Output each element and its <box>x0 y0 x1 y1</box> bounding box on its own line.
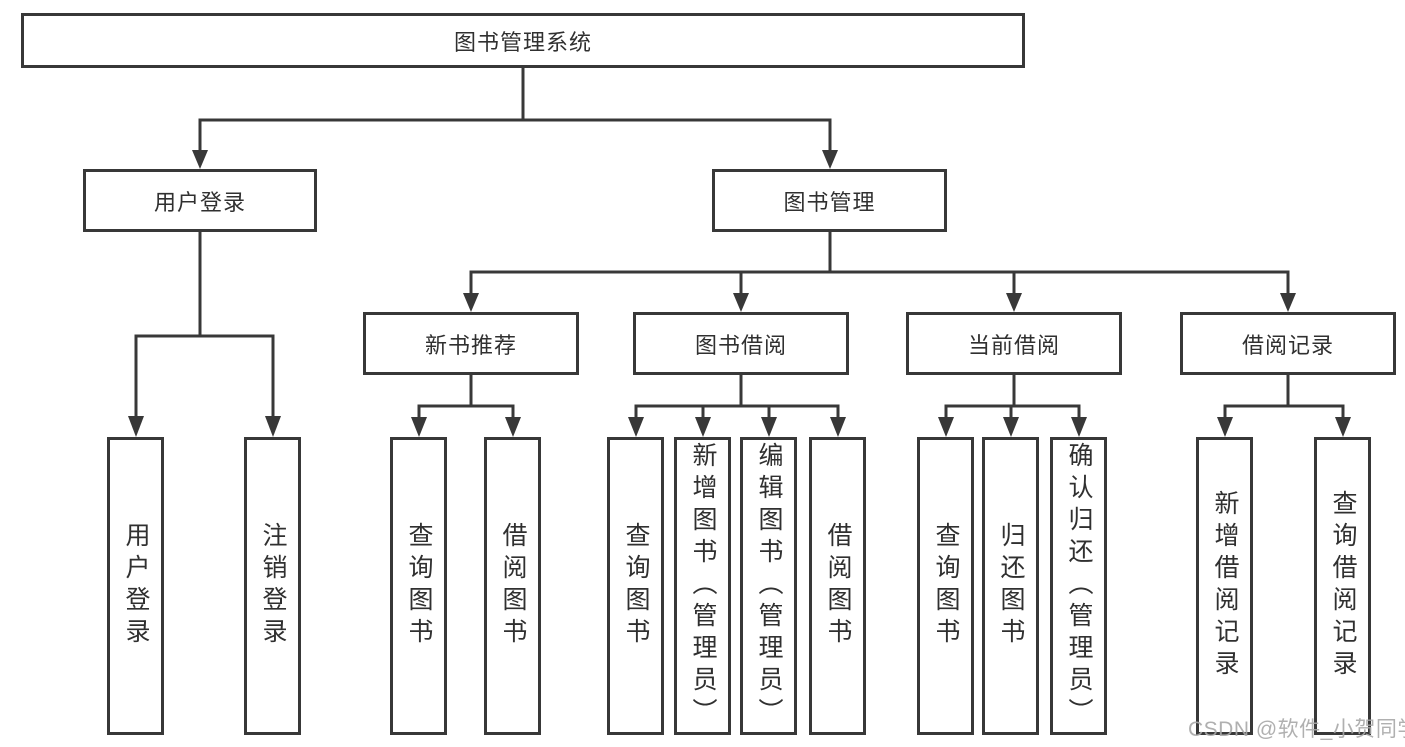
leaf-edit-books-admin: 编辑图书（管理员） <box>740 437 797 735</box>
leaf-label: 借阅图书 <box>499 522 527 650</box>
leaf-confirm-return-admin: 确认归还（管理员） <box>1050 437 1107 735</box>
leaf-label: 查询借阅记录 <box>1329 490 1357 682</box>
leaf-borrow-books: 借阅图书 <box>484 437 541 735</box>
connector-book-mgmt-split <box>463 232 1296 312</box>
leaf-user-login: 用户登录 <box>107 437 164 735</box>
node-label: 当前借阅 <box>967 332 1060 358</box>
leaf-query-borrow-record: 查询借阅记录 <box>1314 437 1371 735</box>
leaf-label: 编辑图书（管理员） <box>755 442 783 730</box>
leaf-add-books-admin: 新增图书（管理员） <box>674 437 731 735</box>
node-book-management: 图书管理 <box>712 169 947 232</box>
node-book-borrowing: 图书借阅 <box>633 312 849 375</box>
connector-borrow-record-split <box>1217 375 1351 437</box>
leaf-logout: 注销登录 <box>244 437 301 735</box>
leaf-label: 新增借阅记录 <box>1211 490 1239 682</box>
leaf-query-books: 查询图书 <box>607 437 664 735</box>
leaf-label: 归还图书 <box>997 522 1025 650</box>
csdn-watermark: CSDN @软件_小贺同学 <box>1188 718 1405 741</box>
node-library-system: 图书管理系统 <box>21 13 1025 68</box>
leaf-label: 确认归还（管理员） <box>1065 442 1093 730</box>
leaf-query-books: 查询图书 <box>917 437 974 735</box>
leaf-borrow-books: 借阅图书 <box>809 437 866 735</box>
node-borrowing-records: 借阅记录 <box>1180 312 1396 375</box>
node-label: 借阅记录 <box>1241 332 1334 358</box>
leaf-label: 查询图书 <box>622 522 650 650</box>
connector-user-login-split <box>128 232 281 437</box>
node-label: 图书借阅 <box>694 332 787 358</box>
node-label: 新书推荐 <box>424 332 517 358</box>
node-new-book-recommendation: 新书推荐 <box>363 312 579 375</box>
leaf-add-borrow-record: 新增借阅记录 <box>1196 437 1253 735</box>
leaf-label: 注销登录 <box>259 522 287 650</box>
node-label: 用户登录 <box>153 189 246 215</box>
leaf-label: 用户登录 <box>122 522 150 650</box>
connector-root-split <box>192 68 838 169</box>
connector-book-borrow-split <box>628 375 846 437</box>
leaf-query-books: 查询图书 <box>390 437 447 735</box>
node-user-login: 用户登录 <box>83 169 317 232</box>
node-current-borrowing: 当前借阅 <box>906 312 1122 375</box>
node-label: 图书管理系统 <box>453 29 592 55</box>
leaf-label: 查询图书 <box>932 522 960 650</box>
leaf-label: 新增图书（管理员） <box>689 442 717 730</box>
leaf-return-books: 归还图书 <box>982 437 1039 735</box>
connector-current-borrow-split <box>938 375 1087 437</box>
node-label: 图书管理 <box>783 189 876 215</box>
leaf-label: 借阅图书 <box>824 522 852 650</box>
connector-new-book-split <box>411 375 521 437</box>
leaf-label: 查询图书 <box>405 522 433 650</box>
